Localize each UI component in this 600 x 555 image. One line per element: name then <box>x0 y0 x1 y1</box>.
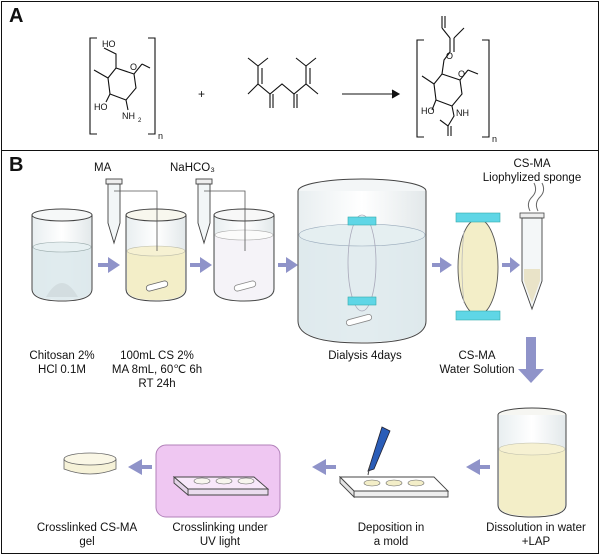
beaker-reaction <box>125 208 187 302</box>
pipette-ma <box>105 178 158 251</box>
water-solution-label-2: Water Solution <box>439 364 515 376</box>
dialysis-bag <box>455 212 501 321</box>
panel-b: B <box>1 150 599 554</box>
nahco3-label: NaHCO₃ <box>170 162 215 174</box>
nh-label: NH <box>456 108 469 118</box>
dissolution-label-1: Dissolution in water <box>486 522 586 534</box>
ho2-label: HO <box>94 102 108 112</box>
cs-ma-structure <box>416 16 490 138</box>
arrows-top <box>98 257 520 273</box>
chitosan-structure <box>89 37 156 135</box>
crosslinking-label-2: UV light <box>199 536 241 548</box>
sponge-label-1: CS-MA <box>513 158 551 170</box>
water-solution-label-1: CS-MA <box>458 350 496 362</box>
n-left-label: n <box>158 131 163 141</box>
beaker-neutralize <box>213 208 275 302</box>
nh2-sub-label: 2 <box>138 118 142 124</box>
arrow-down <box>518 337 544 383</box>
panel-a-label: A <box>9 5 24 27</box>
uv-box <box>155 444 281 518</box>
ring-o-label: O <box>130 62 137 72</box>
anhydride-structure <box>247 57 319 108</box>
ho3-label: HO <box>421 106 435 116</box>
deposition-label-2: a mold <box>373 536 409 548</box>
crosslinking-label-1: Crosslinking under <box>172 522 268 534</box>
plus-sign: + <box>198 87 205 101</box>
gel-label-2: gel <box>79 536 95 548</box>
dialysis-label: Dialysis 4days <box>328 350 402 362</box>
beaker-chitosan <box>31 208 93 302</box>
o-link-label: O <box>446 51 453 61</box>
reaction-scheme: HO HO NH 2 O n n O NH HO O + <box>89 16 497 144</box>
ho-label: HO <box>102 39 116 49</box>
reaction-label-3: RT 24h <box>138 378 176 390</box>
pipette-nahco3 <box>195 178 246 251</box>
o-link2-label: O <box>458 69 465 79</box>
ma-label: MA <box>94 162 112 174</box>
sponge-tube <box>519 182 545 311</box>
dissolution-label-2: +LAP <box>521 536 551 548</box>
gel-label-1: Crosslinked CS-MA <box>36 522 138 534</box>
chitosan-label-2: HCl 0.1M <box>38 364 86 376</box>
gel-disk <box>63 452 117 475</box>
reaction-label-2: MA 8mL, 60℃ 6h <box>111 364 203 376</box>
reaction-label-1: 100mL CS 2% <box>120 350 194 362</box>
nh2-label: NH <box>122 111 135 121</box>
arrows-bottom <box>128 459 490 475</box>
beaker-dissolution <box>497 407 567 518</box>
dialysis-beaker <box>297 178 427 344</box>
n-right-label: n <box>492 134 497 144</box>
process-diagram <box>31 178 567 518</box>
sponge-label-2: Liophylized sponge <box>482 172 582 184</box>
mold-deposition <box>338 426 450 499</box>
deposition-label-1: Deposition in <box>357 522 425 534</box>
panel-b-label: B <box>9 154 24 176</box>
chitosan-label-1: Chitosan 2% <box>29 350 95 362</box>
panel-a: A <box>1 1 599 151</box>
